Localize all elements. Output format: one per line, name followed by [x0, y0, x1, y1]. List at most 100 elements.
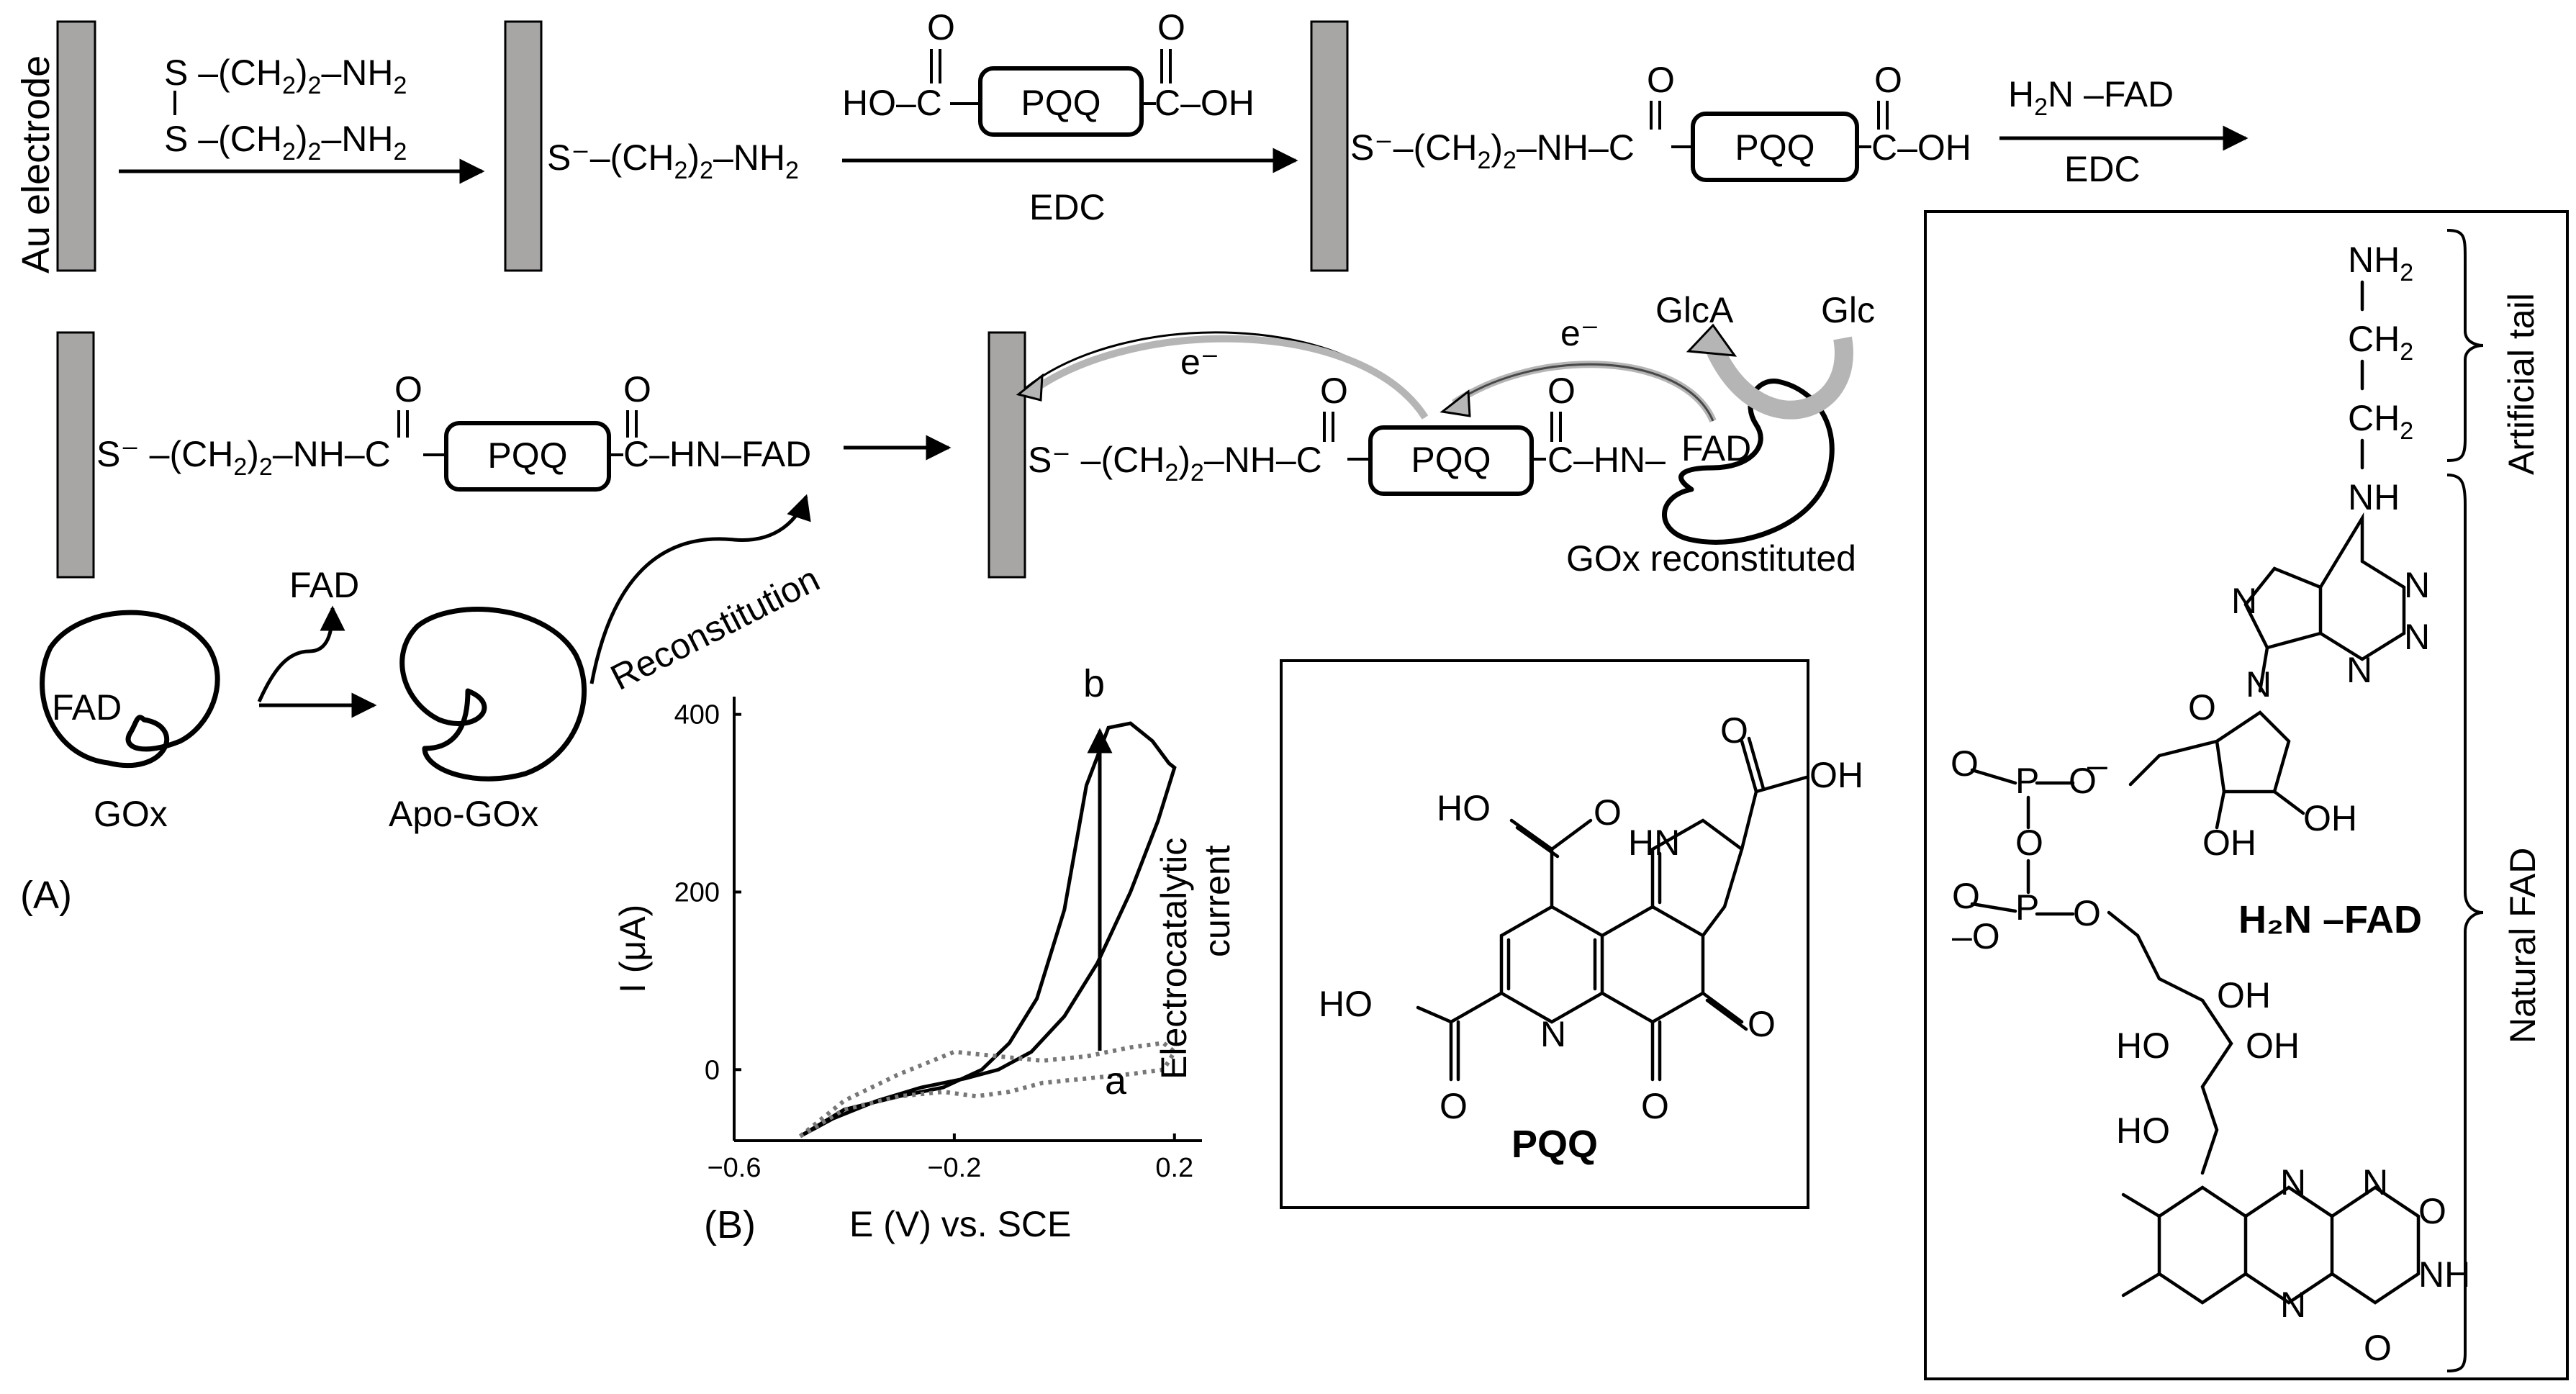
svg-text:P: P — [2015, 887, 2039, 928]
y-tick-label: 400 — [674, 700, 720, 730]
gox-reconstituted-shape — [1662, 379, 1835, 545]
x-tick-label: 0.2 — [1155, 1153, 1193, 1183]
svg-text:N: N — [1540, 1014, 1566, 1054]
svg-text:O: O — [1594, 792, 1622, 833]
h2n-fad-structure-label: H₂N –FAD — [2238, 898, 2422, 941]
edc-label-2: EDC — [2064, 149, 2141, 189]
svg-text:HO–C: HO–C — [842, 83, 942, 123]
cystamine-reagent: S –(CH2)2–NH2 S –(CH2)2–NH2 — [164, 53, 407, 166]
svg-text:HO: HO — [2116, 1110, 2170, 1151]
svg-text:C–HN–: C–HN– — [1547, 440, 1666, 480]
svg-text:C–OH: C–OH — [1871, 127, 1971, 168]
natural-fad-brace — [2446, 474, 2484, 1372]
electron-label-2: e⁻ — [1560, 313, 1599, 353]
svg-text:O: O — [2418, 1191, 2446, 1231]
electron-arrow-fad-pqq — [1452, 361, 1717, 423]
y-tick-label: 200 — [674, 877, 720, 908]
au-electrode-3 — [1310, 20, 1349, 272]
glc-label: Glc — [1821, 290, 1875, 330]
svg-text:O: O — [1320, 371, 1348, 411]
svg-text:O: O — [1440, 1086, 1468, 1126]
svg-text:O: O — [1157, 7, 1185, 47]
au-electrode-2 — [504, 20, 543, 272]
cv-series-b — [799, 721, 1177, 1139]
svg-text:O: O — [1748, 1004, 1776, 1044]
svg-text:H2N –FAD: H2N –FAD — [2008, 74, 2174, 121]
svg-text:PQQ: PQQ — [1735, 127, 1815, 168]
svg-text:O: O — [2015, 823, 2043, 863]
svg-text:S –(CH2)2–NH2: S –(CH2)2–NH2 — [164, 53, 407, 99]
artificial-tail-brace — [2446, 229, 2484, 462]
svg-text:PQQ: PQQ — [487, 435, 567, 476]
svg-text:O: O — [1874, 60, 1902, 100]
svg-text:O: O — [1720, 710, 1748, 751]
svg-text:HO: HO — [1319, 984, 1373, 1024]
apo-gox-label: Apo-GOx — [389, 794, 538, 834]
electron-arrow-pqq-electrode — [1024, 331, 1427, 418]
fad-in-gox: FAD — [52, 687, 122, 728]
edc-label-1: EDC — [1029, 187, 1106, 227]
electrocatalytic-current-label: Electrocatalytic current — [1154, 828, 1237, 1080]
svg-text:O: O — [2364, 1328, 2392, 1368]
svg-text:OH: OH — [2217, 975, 2271, 1015]
h2n-fad-structure: NH2 CH2 CH2 NH N N N N N O OH OH O P O –… — [1951, 240, 2470, 1368]
au-electrode-1 — [56, 20, 96, 272]
x-tick-label: −0.6 — [707, 1153, 761, 1183]
gox-reconstituted-label: GOx reconstituted — [1566, 538, 1856, 579]
natural-fad-label: Natural FAD — [2503, 848, 2543, 1044]
amine-monolayer: S⁻–(CH2)2–NH2 — [547, 137, 799, 184]
svg-text:O: O — [2069, 761, 2097, 801]
panel-b-label: (B) — [704, 1203, 756, 1246]
pqq-reagent: HO–C O PQQ O C–OH — [842, 7, 1255, 137]
svg-text:N: N — [2246, 664, 2272, 705]
svg-text:NH: NH — [2348, 477, 2400, 517]
pqq-structure-frame — [1280, 659, 1809, 1209]
svg-text:PQQ: PQQ — [1411, 440, 1491, 480]
svg-text:–O: –O — [1952, 916, 2000, 956]
svg-text:S⁻–(CH2)2–NH–C: S⁻–(CH2)2–NH–C — [1350, 127, 1635, 174]
svg-text:O: O — [1951, 743, 1979, 784]
glucose-oxidation-arrow — [1704, 336, 1853, 420]
svg-text:NH: NH — [2418, 1254, 2470, 1295]
fad-release-arrow — [257, 605, 345, 703]
au-electrode-label: Au electrode — [14, 55, 58, 273]
au-electrode-5 — [988, 331, 1026, 579]
svg-text:N: N — [2280, 1285, 2306, 1325]
svg-text:O: O — [1952, 876, 1980, 916]
apo-gox-shape — [399, 607, 587, 782]
svg-text:CH2: CH2 — [2348, 398, 2413, 445]
curve-a-label: a — [1105, 1059, 1127, 1103]
svg-text:O: O — [623, 369, 651, 409]
reconstituted-electrode: S⁻ –(CH2)2–NH–C O PQQ O C–HN– FAD — [1028, 371, 1751, 496]
x-axis-label: E (V) vs. SCE — [849, 1204, 1071, 1244]
svg-text:C–OH: C–OH — [1154, 83, 1255, 123]
panel-a-label: (A) — [20, 874, 72, 917]
svg-text:O: O — [1641, 1086, 1669, 1126]
svg-text:N: N — [2404, 565, 2430, 605]
svg-text:OH: OH — [2246, 1026, 2300, 1066]
svg-text:O: O — [2188, 687, 2216, 728]
svg-text:HO: HO — [2116, 1026, 2170, 1066]
svg-text:O: O — [394, 369, 422, 409]
svg-text:CH2: CH2 — [2348, 319, 2413, 366]
svg-text:HO: HO — [1437, 788, 1491, 828]
svg-text:S –(CH2)2–NH2: S –(CH2)2–NH2 — [164, 119, 407, 166]
svg-text:–: – — [2087, 745, 2107, 785]
pqq-structure-label: PQQ — [1511, 1123, 1598, 1166]
svg-text:S⁻ –(CH2)2–NH–C: S⁻ –(CH2)2–NH–C — [96, 434, 391, 481]
svg-text:NH2: NH2 — [2348, 240, 2413, 286]
pqq-monolayer: S⁻–(CH2)2–NH–C O PQQ O C–OH — [1350, 60, 1971, 182]
x-tick-label: −0.2 — [927, 1153, 981, 1183]
gox-shape — [40, 610, 220, 769]
svg-text:OH: OH — [2202, 823, 2256, 863]
electron-label-1: e⁻ — [1180, 342, 1219, 382]
glca-label: GlcA — [1655, 290, 1734, 330]
h2n-fad-reagent: H2N –FAD — [2008, 74, 2174, 121]
svg-text:O: O — [1647, 60, 1675, 100]
svg-text:N: N — [2404, 617, 2430, 657]
svg-text:PQQ: PQQ — [1021, 83, 1101, 123]
svg-text:C–HN–FAD: C–HN–FAD — [623, 434, 811, 474]
h2n-fad-structure-frame — [1924, 210, 2569, 1380]
